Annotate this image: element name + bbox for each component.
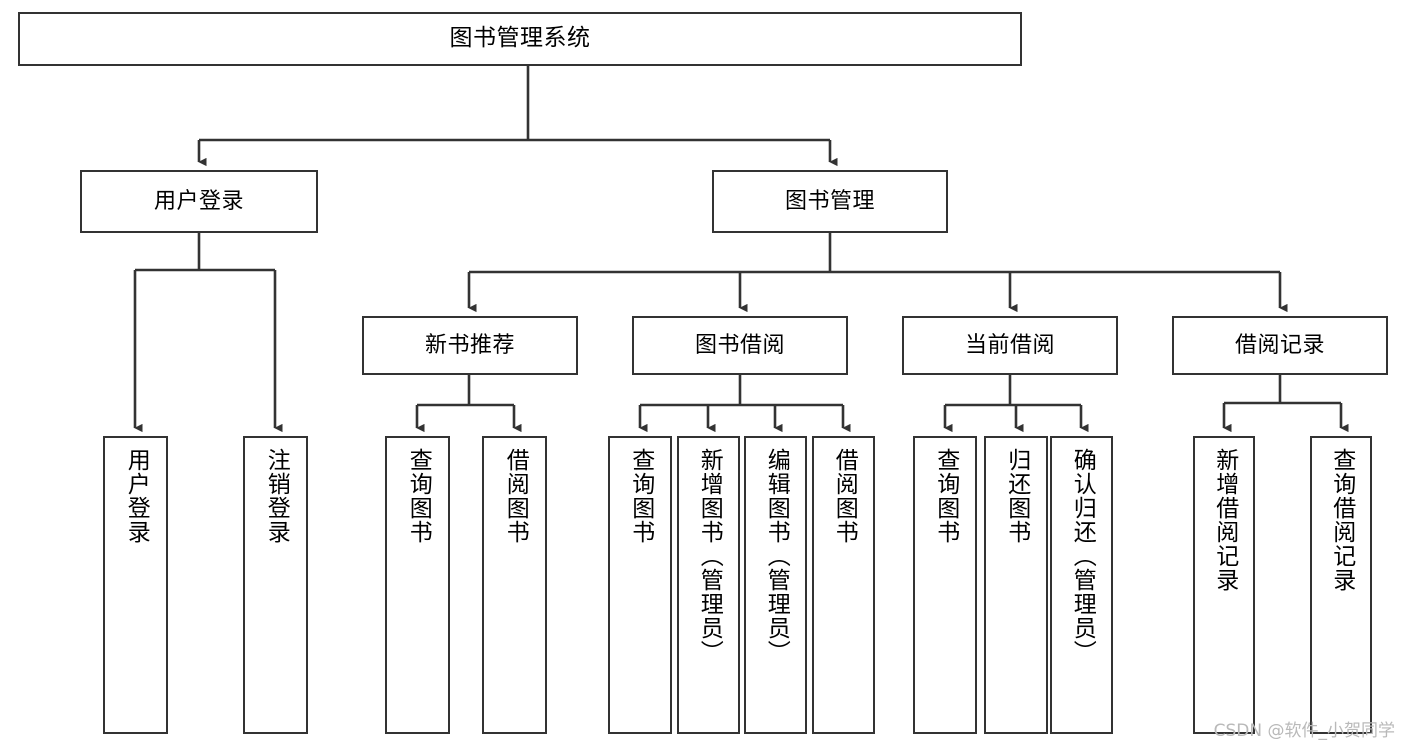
node-leaf-confirm-return-admin[interactable]: 确认归还（管理员） bbox=[1050, 436, 1113, 734]
node-leaf-borrow-book-borrow[interactable]: 借阅图书 bbox=[812, 436, 875, 734]
node-label: 用户登录 bbox=[123, 448, 150, 544]
node-label: 用户登录 bbox=[153, 188, 244, 214]
node-label: 借阅图书 bbox=[831, 448, 858, 544]
node-current-borrowing[interactable]: 当前借阅 bbox=[902, 316, 1118, 375]
node-leaf-add-borrowing-record[interactable]: 新增借阅记录 bbox=[1193, 436, 1255, 734]
node-leaf-query-borrowing-record[interactable]: 查询借阅记录 bbox=[1310, 436, 1372, 734]
node-leaf-query-book-new[interactable]: 查询图书 bbox=[385, 436, 450, 734]
node-label: 图书管理 bbox=[784, 188, 875, 214]
csdn-watermark: CSDN @软件_小贺同学 bbox=[1213, 721, 1395, 741]
node-label: 图书管理系统 bbox=[449, 25, 591, 52]
node-new-book-recommendation[interactable]: 新书推荐 bbox=[362, 316, 578, 375]
node-label: 归还图书 bbox=[1003, 448, 1030, 544]
node-label: 新书推荐 bbox=[424, 332, 515, 358]
node-book-management[interactable]: 图书管理 bbox=[712, 170, 948, 233]
node-leaf-edit-book-admin[interactable]: 编辑图书（管理员） bbox=[744, 436, 807, 734]
node-leaf-logout[interactable]: 注销登录 bbox=[243, 436, 308, 734]
node-label: 编辑图书（管理员） bbox=[763, 448, 790, 664]
node-label: 查询图书 bbox=[405, 448, 432, 544]
node-user-login[interactable]: 用户登录 bbox=[80, 170, 318, 233]
node-label: 借阅图书 bbox=[502, 448, 529, 544]
node-label: 新增图书（管理员） bbox=[696, 448, 723, 664]
node-label: 图书借阅 bbox=[694, 332, 785, 358]
node-label: 注销登录 bbox=[263, 448, 290, 544]
node-label: 查询借阅记录 bbox=[1328, 448, 1355, 592]
node-leaf-query-book-borrow[interactable]: 查询图书 bbox=[608, 436, 672, 734]
node-label: 查询图书 bbox=[932, 448, 959, 544]
node-borrowing-record[interactable]: 借阅记录 bbox=[1172, 316, 1388, 375]
node-book-borrowing[interactable]: 图书借阅 bbox=[632, 316, 848, 375]
node-label: 新增借阅记录 bbox=[1211, 448, 1238, 592]
node-leaf-add-book-admin[interactable]: 新增图书（管理员） bbox=[677, 436, 740, 734]
node-leaf-query-book-current[interactable]: 查询图书 bbox=[913, 436, 977, 734]
node-label: 查询图书 bbox=[627, 448, 654, 544]
node-leaf-borrow-book-new[interactable]: 借阅图书 bbox=[482, 436, 547, 734]
node-leaf-return-book[interactable]: 归还图书 bbox=[984, 436, 1048, 734]
node-leaf-user-login[interactable]: 用户登录 bbox=[103, 436, 168, 734]
node-root-book-management-system[interactable]: 图书管理系统 bbox=[18, 12, 1022, 66]
node-label: 借阅记录 bbox=[1234, 332, 1325, 358]
node-label: 当前借阅 bbox=[964, 332, 1055, 358]
node-label: 确认归还（管理员） bbox=[1069, 448, 1096, 664]
